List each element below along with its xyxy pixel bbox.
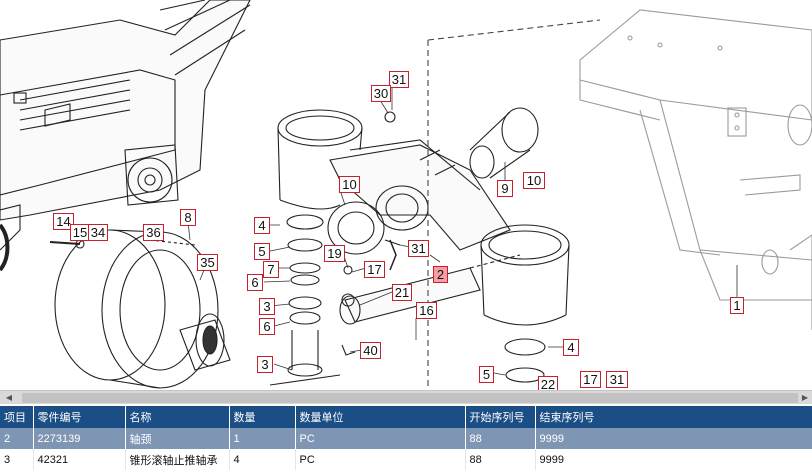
callout-10[interactable]: 10 [523, 172, 545, 189]
callout-31[interactable]: 31 [389, 71, 409, 88]
cell-unit: PC [295, 449, 466, 470]
header-item[interactable]: 项目 [0, 406, 34, 428]
callout-7[interactable]: 7 [263, 261, 279, 278]
callout-4[interactable]: 4 [254, 217, 270, 234]
cell-name: 锥形滚轴止推轴承 [125, 449, 230, 470]
callout-10[interactable]: 10 [339, 176, 360, 193]
callout-31[interactable]: 31 [408, 240, 429, 257]
callout-22[interactable]: 22 [538, 376, 558, 390]
callout-6[interactable]: 6 [259, 318, 275, 335]
exploded-view-drawing [0, 0, 812, 390]
callout-8[interactable]: 8 [180, 209, 196, 226]
callout-5[interactable]: 5 [479, 366, 494, 383]
cell-unit: PC [295, 428, 466, 449]
callout-15[interactable]: 15 [70, 224, 90, 241]
callout-40[interactable]: 40 [360, 342, 381, 359]
cell-item: 2 [0, 428, 34, 449]
cell-part-number: 42321 [33, 449, 126, 470]
table-row[interactable]: 3 42321 锥形滚轴止推轴承 4 PC 88 9999 [0, 449, 812, 470]
scroll-left-icon[interactable]: ◀ [5, 393, 13, 402]
cell-item: 3 [0, 449, 34, 470]
callout-3[interactable]: 3 [259, 298, 275, 315]
callout-36[interactable]: 36 [143, 224, 164, 241]
callout-1[interactable]: 1 [730, 297, 744, 314]
scroll-right-icon[interactable]: ▶ [801, 393, 809, 402]
header-part-number[interactable]: 零件编号 [33, 406, 126, 428]
callout-9[interactable]: 9 [497, 180, 513, 197]
callout-6[interactable]: 6 [247, 274, 263, 291]
horizontal-scrollbar[interactable]: ◀ ▶ [0, 390, 812, 404]
cell-part-number: 2273139 [33, 428, 126, 449]
callout-30[interactable]: 30 [371, 85, 391, 102]
parts-diagram[interactable]: 31 30 10 9 10 14 15 34 36 8 4 5 19 7 17 … [0, 0, 812, 390]
callout-19[interactable]: 19 [324, 245, 345, 262]
callout-16[interactable]: 16 [416, 302, 437, 319]
callout-34[interactable]: 34 [88, 224, 108, 241]
table-row-selected[interactable]: 2 2273139 轴颈 1 PC 88 9999 [0, 428, 812, 449]
callout-4[interactable]: 4 [563, 339, 579, 356]
header-end-serial[interactable]: 结束序列号 [535, 406, 812, 428]
cell-start-serial: 88 [465, 449, 536, 470]
cell-start-serial: 88 [465, 428, 536, 449]
scrollbar-thumb[interactable] [22, 393, 798, 403]
callout-35[interactable]: 35 [197, 254, 218, 271]
callout-5[interactable]: 5 [254, 243, 270, 260]
cell-end-serial: 9999 [535, 449, 812, 470]
callout-3[interactable]: 3 [257, 356, 273, 373]
header-quantity[interactable]: 数量 [229, 406, 296, 428]
header-start-serial[interactable]: 开始序列号 [465, 406, 536, 428]
callout-21[interactable]: 21 [392, 284, 412, 301]
callout-14[interactable]: 14 [53, 213, 74, 230]
callout-31[interactable]: 31 [606, 371, 628, 388]
cell-end-serial: 9999 [535, 428, 812, 449]
table-header-row: 项目 零件编号 名称 数量 数量单位 开始序列号 结束序列号 [0, 406, 812, 428]
callout-17[interactable]: 17 [580, 371, 601, 388]
callout-2-selected[interactable]: 2 [433, 266, 448, 283]
cell-quantity: 4 [229, 449, 296, 470]
header-unit[interactable]: 数量单位 [295, 406, 466, 428]
header-name[interactable]: 名称 [125, 406, 230, 428]
cell-quantity: 1 [229, 428, 296, 449]
callout-17[interactable]: 17 [364, 261, 385, 278]
parts-table: 项目 零件编号 名称 数量 数量单位 开始序列号 结束序列号 2 2273139… [0, 406, 812, 470]
cell-name: 轴颈 [125, 428, 230, 449]
